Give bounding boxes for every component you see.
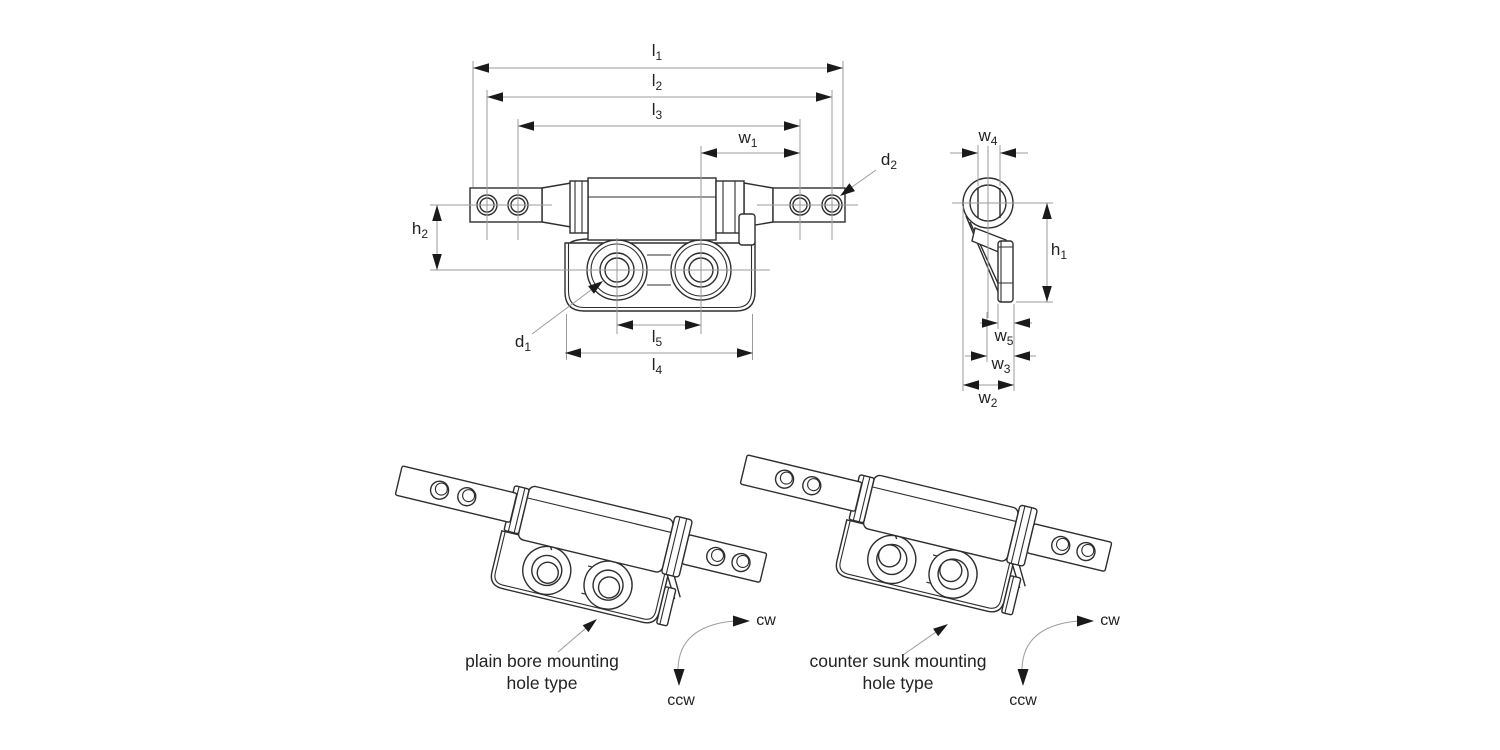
dim-label-w1: w1 <box>738 127 758 151</box>
side-dimensions <box>950 148 1052 390</box>
iso-view-plain-bore <box>379 450 772 686</box>
ccw-arrow-icon <box>673 669 685 686</box>
dim-label-w3: w3 <box>991 353 1011 377</box>
caption-plain-bore: plain bore mounting hole type <box>465 651 619 694</box>
side-centerlines <box>952 145 1053 391</box>
cw-arrow-icon <box>733 615 750 627</box>
dim-label-w5: w5 <box>994 325 1014 349</box>
front-view <box>430 61 877 360</box>
dim-label-l4: l4 <box>651 354 663 378</box>
ccw-label: ccw <box>1009 692 1037 709</box>
cw-label: cw <box>1100 612 1120 629</box>
dim-label-l5: l5 <box>651 326 663 350</box>
dim-label-w2: w2 <box>978 387 998 411</box>
cw-label: cw <box>756 612 776 629</box>
dim-label-d2: d2 <box>880 149 898 173</box>
front-barrel <box>541 177 774 246</box>
dim-label-l3: l3 <box>651 99 663 123</box>
dim-label-h2: h2 <box>411 218 429 242</box>
dim-label-h1: h1 <box>1050 239 1068 263</box>
iso-view-counter-sunk <box>724 439 1117 686</box>
dim-label-l2: l2 <box>651 70 663 94</box>
dim-label-l1: l1 <box>651 40 663 64</box>
plain-bore-holes <box>531 554 624 601</box>
side-view <box>950 145 1053 391</box>
counter-sunk-holes <box>876 543 969 590</box>
cw-arrow-icon <box>1077 615 1094 627</box>
caption-counter-sunk: counter sunk mounting hole type <box>809 651 987 694</box>
front-centerlines <box>430 61 858 360</box>
front-dimensions <box>432 63 877 358</box>
front-bracket <box>564 239 756 312</box>
ccw-label: ccw <box>667 692 695 709</box>
dim-label-d1: d1 <box>514 331 532 355</box>
dim-label-w4: w4 <box>978 125 998 149</box>
ccw-arrow-icon <box>1017 669 1029 686</box>
